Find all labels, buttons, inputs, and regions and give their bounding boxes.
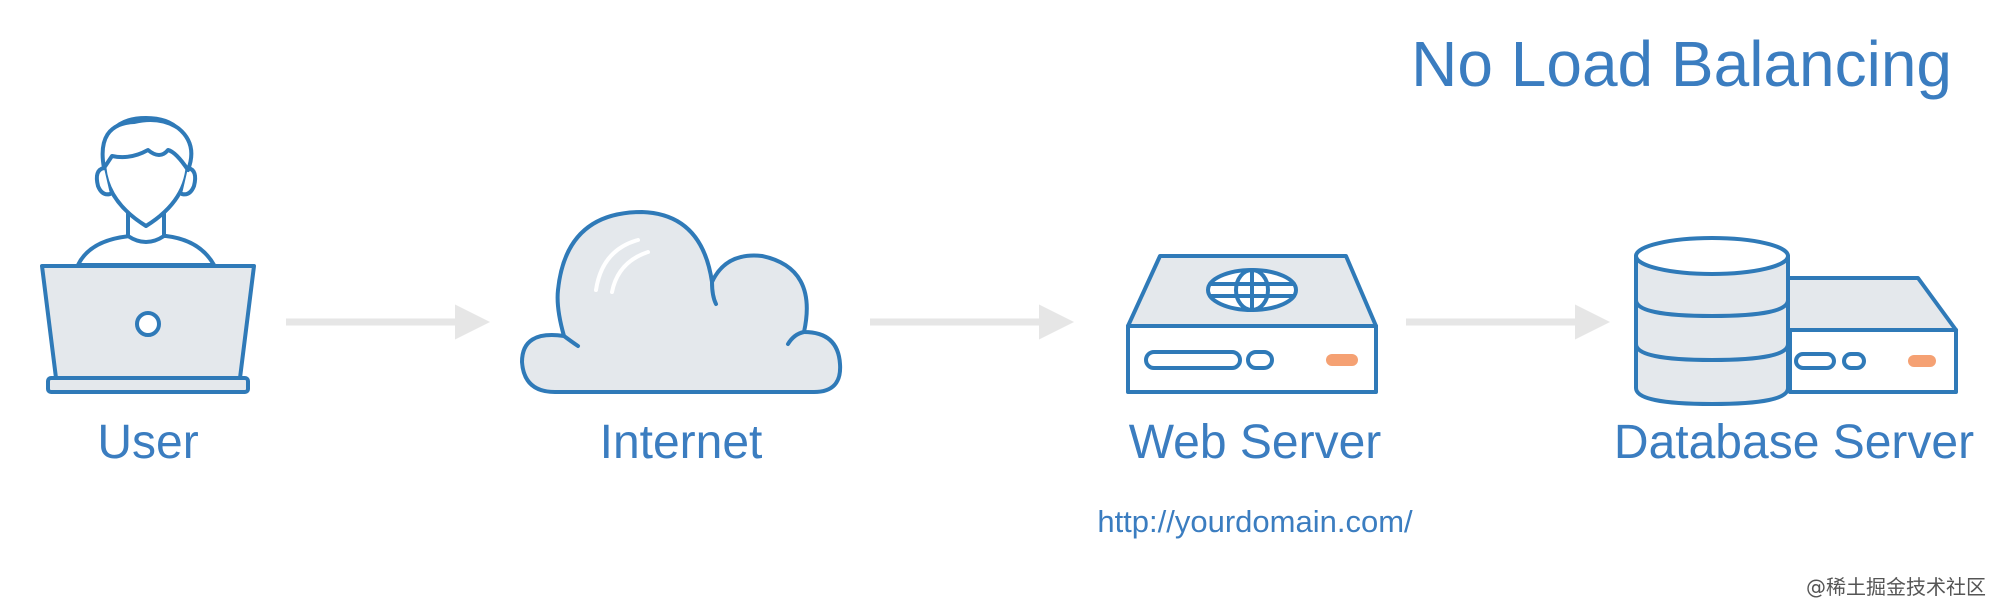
- node-label-web-server: Web Server: [1129, 416, 1382, 469]
- diagram-title: No Load Balancing: [1411, 28, 1952, 100]
- watermark: @稀土掘金技术社区: [1806, 575, 1986, 599]
- node-label-internet: Internet: [600, 416, 763, 469]
- status-indicator: [1908, 355, 1936, 367]
- user-laptop-icon: [40, 116, 256, 394]
- status-indicator: [1326, 354, 1358, 366]
- node-label-database-server: Database Server: [1614, 416, 1974, 469]
- database-cylinder-icon: [1634, 236, 1790, 406]
- cloud-icon: [520, 210, 843, 394]
- database-server-icon: [1634, 236, 1958, 406]
- globe-icon: [1206, 268, 1298, 312]
- web-server-url: http://yourdomain.com/: [1097, 504, 1413, 539]
- web-server-icon: [1126, 254, 1378, 394]
- node-label-user: User: [97, 416, 198, 469]
